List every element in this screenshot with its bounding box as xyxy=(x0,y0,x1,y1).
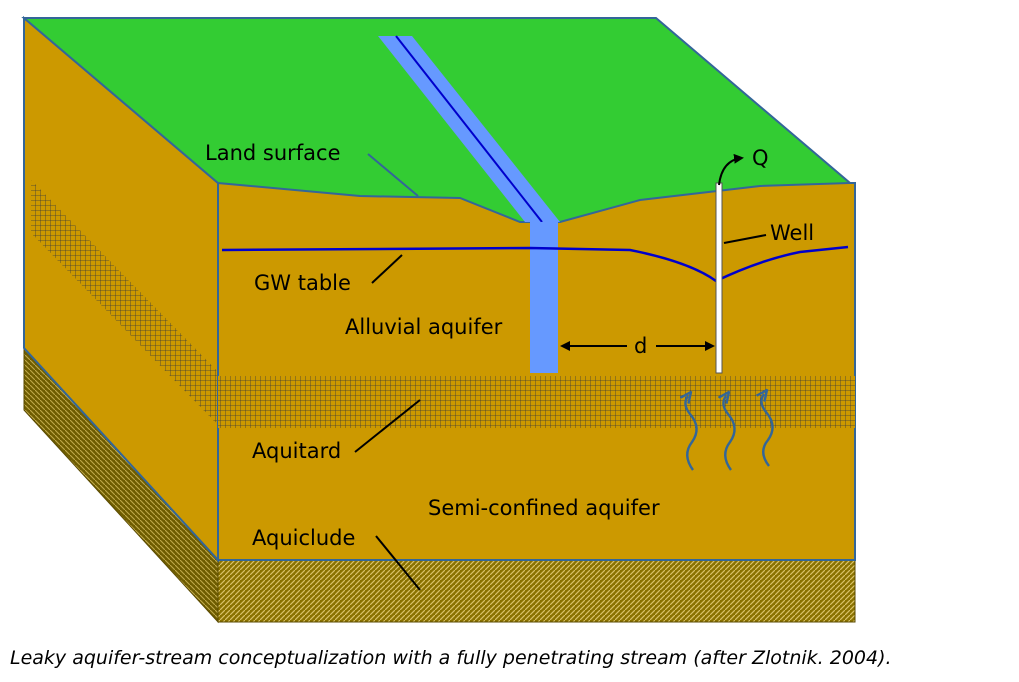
aquitard-label: Aquitard xyxy=(252,439,341,463)
well-leader xyxy=(723,234,767,244)
aquiclude-label: Aquiclude xyxy=(252,526,355,550)
discharge-arrow xyxy=(718,153,744,186)
gw-table-leader xyxy=(371,254,403,284)
leakage-arrow-3 xyxy=(761,394,774,467)
stream-channel-cross-section xyxy=(530,222,558,373)
alluvial-aquifer-label: Alluvial aquifer xyxy=(345,315,503,339)
leakage-arrow-2 xyxy=(723,396,736,471)
distance-d-label: d xyxy=(634,334,647,358)
q-label: Q xyxy=(752,146,769,170)
well-casing[interactable] xyxy=(715,182,723,374)
land-surface-leader xyxy=(367,153,419,197)
gw-table-label: GW table xyxy=(254,271,351,295)
land-surface-label: Land surface xyxy=(205,141,341,165)
aquitard-front-band xyxy=(218,376,855,428)
aquitard-leader xyxy=(354,399,421,453)
semi-confined-aquifer-label: Semi-confined aquifer xyxy=(428,496,660,520)
aquiclude-base-front xyxy=(217,559,856,623)
well-label: Well xyxy=(770,221,814,245)
aquitard-side-band xyxy=(31,180,218,425)
figure-caption: Leaky aquifer-stream conceptualization w… xyxy=(10,647,892,669)
stream-centerline xyxy=(395,35,543,223)
aquiclude-leader xyxy=(375,535,421,591)
leakage-arrow-1 xyxy=(685,396,698,471)
